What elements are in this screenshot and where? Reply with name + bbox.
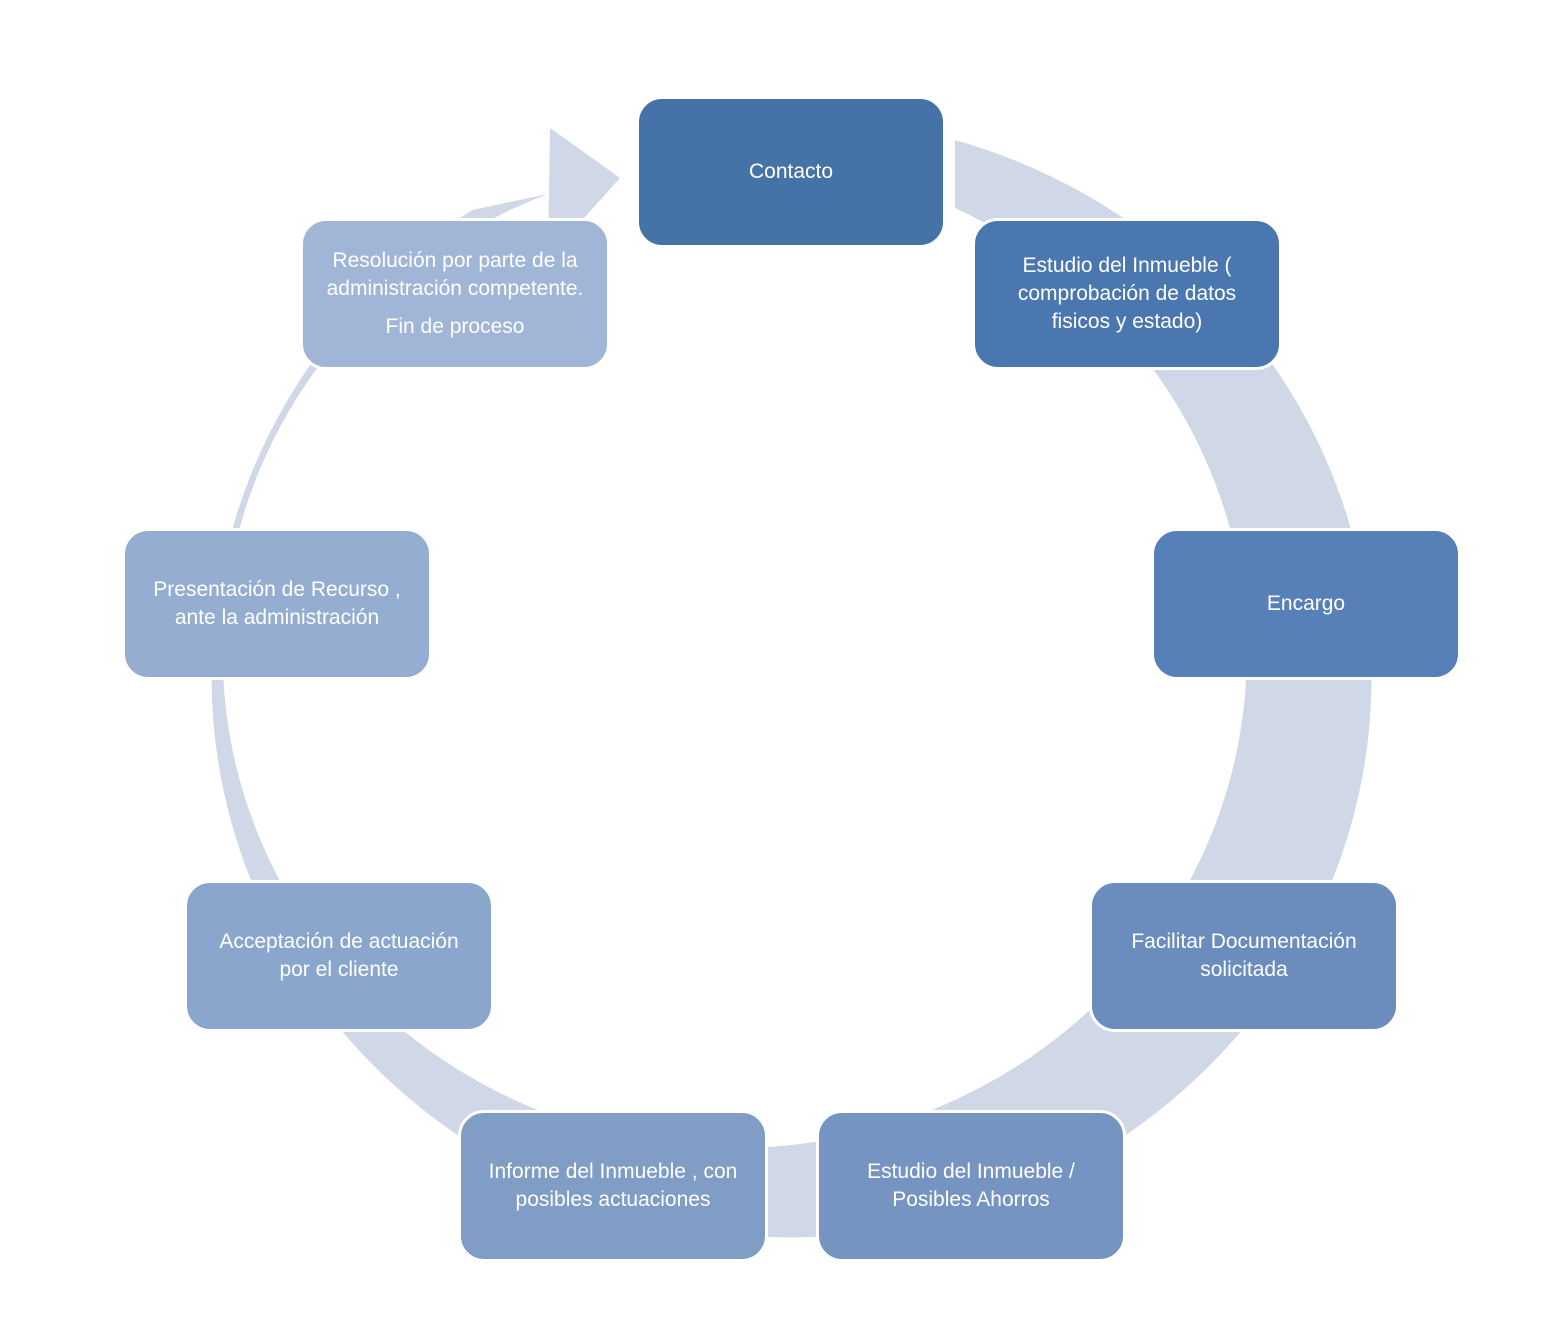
node-label: Estudio del Inmueble / Posibles Ahorros (867, 1160, 1075, 1211)
node-label: Acceptación de actuación por el cliente (219, 930, 459, 981)
node-label: Facilitar Documentación solicitada (1131, 930, 1357, 981)
node-encargo: Encargo (1151, 528, 1461, 680)
node-resolucion: Resolución por parte de la administració… (300, 218, 610, 370)
node-estudio-inmueble: Estudio del Inmueble ( comprobación de d… (972, 218, 1282, 370)
node-estudio-ahorros: Estudio del Inmueble / Posibles Ahorros (816, 1110, 1126, 1262)
node-label: Encargo (1266, 592, 1346, 615)
node-label: Contacto (748, 160, 834, 183)
node-contacto: Contacto (636, 96, 946, 248)
node-label: Presentación de Recurso , ante la admini… (153, 578, 401, 629)
node-label: Estudio del Inmueble ( comprobación de d… (1017, 254, 1237, 333)
node-label: Resolución por parte de la administració… (326, 249, 584, 300)
node-informe-inmueble: Informe del Inmueble , con posibles actu… (458, 1110, 768, 1262)
node-label-secondary: Fin de proceso (385, 315, 525, 338)
node-presentacion-recurso: Presentación de Recurso , ante la admini… (122, 528, 432, 680)
node-aceptacion: Acceptación de actuación por el cliente (184, 880, 494, 1032)
node-label: Informe del Inmueble , con posibles actu… (488, 1160, 738, 1211)
node-facilitar-documentacion: Facilitar Documentación solicitada (1089, 880, 1399, 1032)
